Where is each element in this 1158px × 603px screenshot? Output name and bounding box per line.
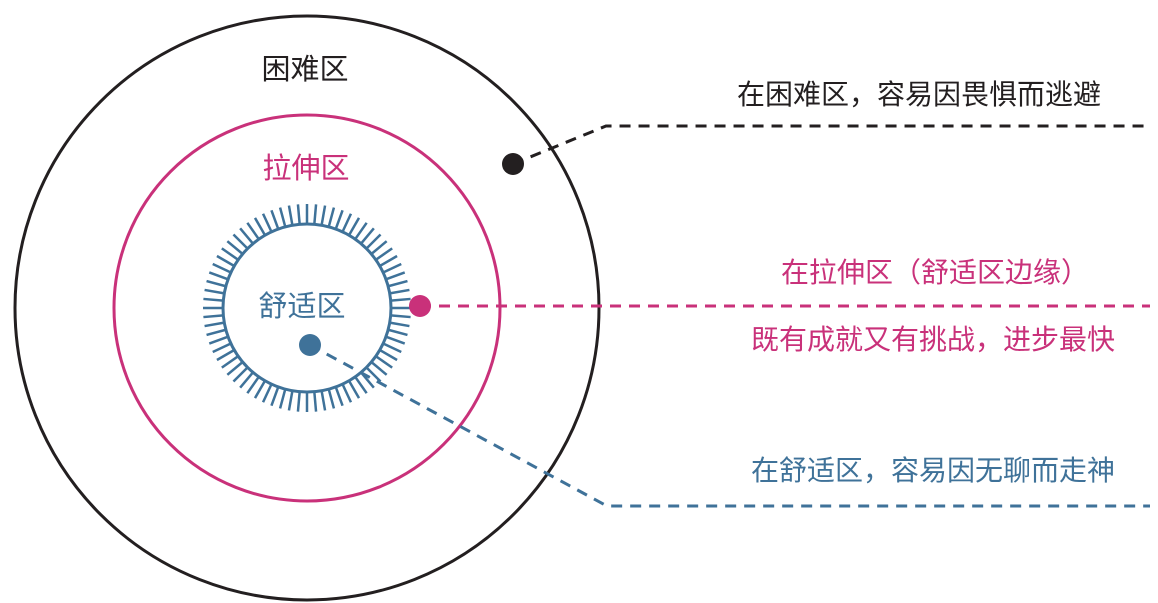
comfort-tick — [341, 383, 353, 403]
comfort-tick — [208, 271, 229, 281]
comfort-tick — [375, 355, 393, 369]
comfort-zone-label: 舒适区 — [258, 289, 345, 323]
comfort-tick — [232, 366, 249, 383]
comfort-tick — [360, 227, 375, 245]
comfort-zone-ticks — [203, 204, 411, 412]
comfort-tick — [232, 233, 249, 250]
comfort-tick — [375, 247, 393, 261]
comfort-tick — [334, 386, 344, 407]
comfort-tick — [203, 314, 224, 319]
comfort-tick — [385, 335, 406, 345]
comfort-tick — [287, 205, 294, 226]
comfort-tick — [389, 288, 410, 295]
stretch-zone-note-line2: 既有成就又有挑战，进步最快 — [751, 323, 1115, 356]
hard-zone-label: 困难区 — [261, 52, 348, 86]
comfort-tick — [239, 371, 254, 389]
comfort-tick — [216, 254, 235, 268]
comfort-tick — [327, 207, 336, 228]
comfort-tick — [270, 386, 280, 407]
comfort-tick — [354, 222, 368, 240]
comfort-tick — [296, 204, 301, 225]
comfort-tick — [226, 240, 244, 255]
stretch-zone-label: 拉伸区 — [262, 151, 349, 185]
comfort-tick — [221, 247, 239, 261]
comfort-tick — [382, 262, 402, 274]
comfort-tick — [261, 213, 273, 233]
comfort-tick — [313, 204, 318, 225]
comfort-tick — [278, 388, 287, 409]
comfort-tick — [387, 328, 408, 337]
comfort-tick — [354, 376, 368, 394]
comfort-tick — [278, 207, 287, 228]
hard-zone-leader — [502, 124, 1150, 175]
comfort-tick — [347, 380, 361, 399]
comfort-tick — [365, 366, 382, 383]
comfort-tick — [208, 335, 229, 345]
comfort-zone-ring — [203, 204, 411, 412]
stretch-zone-circle — [112, 113, 502, 503]
comfort-tick — [347, 217, 361, 236]
stretch-zone-note-line1: 在拉伸区（舒适区边缘） — [781, 256, 1089, 289]
comfort-tick — [382, 342, 402, 354]
comfort-tick — [320, 205, 327, 226]
comfort-tick — [390, 297, 411, 302]
comfort-tick — [341, 213, 353, 233]
comfort-tick — [270, 209, 280, 230]
comfort-tick — [204, 321, 225, 328]
stretch-zone-dot — [409, 295, 431, 317]
comfort-tick — [246, 222, 260, 240]
comfort-tick — [206, 279, 227, 288]
comfort-tick — [216, 348, 235, 362]
hard-leader-line — [512, 124, 1150, 166]
comfort-tick — [212, 342, 232, 354]
comfort-tick — [390, 314, 411, 319]
comfort-zone-dot — [299, 334, 321, 356]
comfort-tick — [204, 288, 225, 295]
comfort-zone-note: 在舒适区，容易因无聊而走神 — [751, 454, 1115, 487]
stretch-zone-leader — [409, 295, 1150, 317]
comfort-tick — [320, 390, 327, 411]
comfort-tick — [221, 355, 239, 369]
comfort-tick — [296, 391, 301, 412]
comfort-tick — [313, 391, 318, 412]
comfort-tick — [379, 348, 398, 362]
comfort-tick — [334, 209, 344, 230]
comfort-tick — [212, 262, 232, 274]
hard-zone-dot — [502, 153, 524, 175]
comfort-tick — [327, 388, 336, 409]
comfort-tick — [389, 321, 410, 328]
comfort-tick — [370, 240, 388, 255]
comfort-tick — [287, 390, 294, 411]
comfort-tick — [246, 376, 260, 394]
comfort-tick — [203, 297, 224, 302]
comfort-tick — [370, 361, 388, 376]
comfort-tick — [253, 217, 267, 236]
comfort-tick — [385, 271, 406, 281]
hard-zone-note: 在困难区，容易因畏惧而逃避 — [737, 78, 1101, 111]
comfort-tick — [239, 227, 254, 245]
comfort-tick — [206, 328, 227, 337]
comfort-tick — [261, 383, 273, 403]
comfort-tick — [387, 279, 408, 288]
comfort-tick — [365, 233, 382, 250]
comfort-zone-leader — [299, 334, 1150, 508]
hard-zone-circle — [13, 14, 601, 602]
comfort-tick — [379, 254, 398, 268]
comfort-tick — [253, 380, 267, 399]
comfort-tick — [226, 361, 244, 376]
